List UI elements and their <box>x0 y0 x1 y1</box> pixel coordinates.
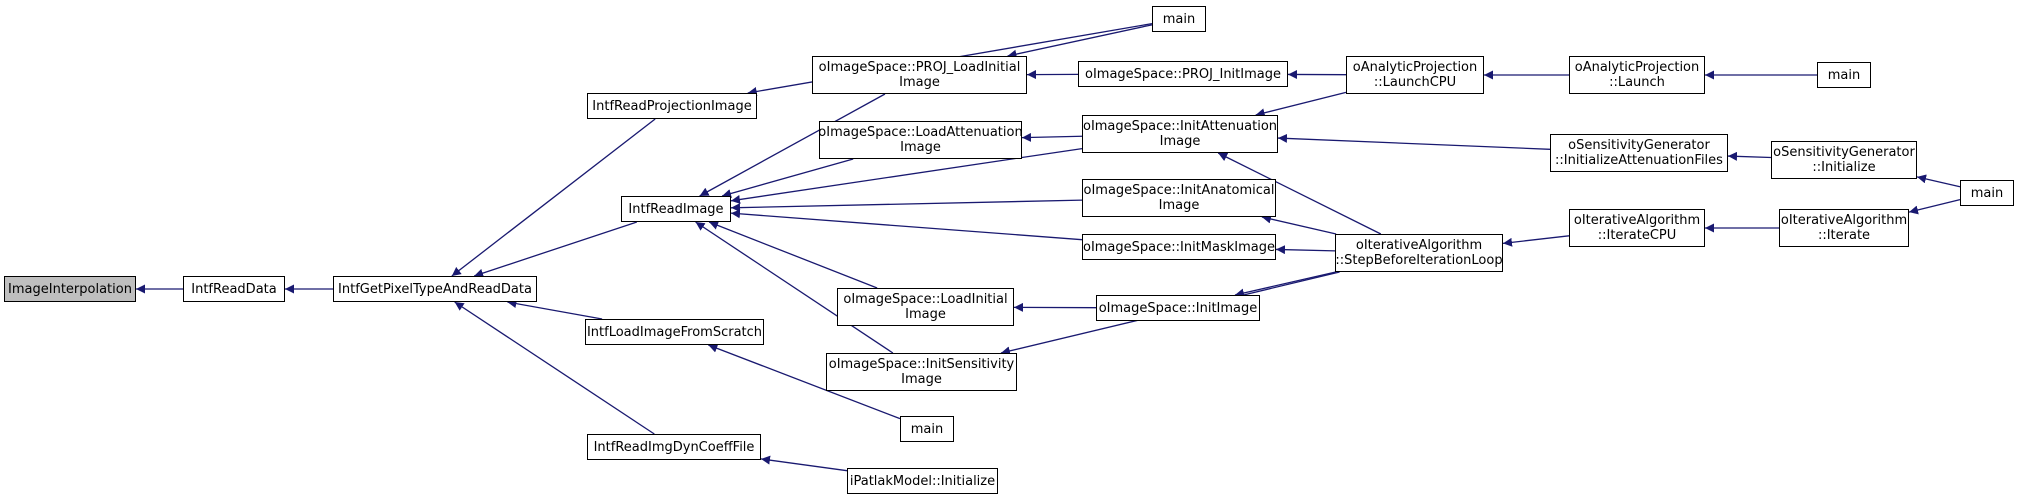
node-label-line: ::InitializeAttenuationFiles <box>1555 153 1723 168</box>
node-intf-read-image[interactable]: IntfReadImage <box>621 196 731 222</box>
node-main-top[interactable]: main <box>1152 6 1206 32</box>
node-label-line: main <box>1162 11 1196 27</box>
node-label-line: oImageSpace::LoadAttenuation <box>818 125 1023 140</box>
call-edge <box>695 221 894 354</box>
call-edge <box>708 344 901 420</box>
call-edge <box>730 209 1083 241</box>
call-edge <box>760 455 848 472</box>
node-label-line: IntfGetPixelTypeAndReadData <box>338 281 532 297</box>
node-label-line: ::Iterate <box>1817 228 1871 243</box>
node-iterative-algorithm-iterate[interactable]: oIterativeAlgorithm::Iterate <box>1779 209 1909 247</box>
node-label-line: ::IterateCPU <box>1597 228 1677 243</box>
node-init-image[interactable]: oImageSpace::InitImage <box>1096 295 1260 321</box>
node-intf-load-image-from-scratch[interactable]: IntfLoadImageFromScratch <box>585 319 764 345</box>
node-label-line: oImageSpace::InitSensitivity <box>828 357 1015 372</box>
call-edge <box>1727 151 1772 161</box>
call-edge <box>1217 152 1382 235</box>
node-label-line: ImageInterpolation <box>8 281 132 297</box>
node-label-line: oImageSpace::InitAnatomical <box>1083 183 1275 198</box>
node-label-line: ::Initialize <box>1812 160 1876 175</box>
node-label-line: Image <box>899 75 940 90</box>
node-proj-init-image[interactable]: oImageSpace::PROJ_InitImage <box>1078 61 1288 87</box>
node-patlak-initialize[interactable]: iPatlakModel::Initialize <box>847 468 998 494</box>
node-label-line: ::Launch <box>1609 75 1665 90</box>
node-main-right[interactable]: main <box>1960 180 2014 206</box>
node-label-line: IntfReadData <box>191 281 277 297</box>
node-analytic-projection-launch-cpu[interactable]: oAnalyticProjection::LaunchCPU <box>1346 56 1484 94</box>
node-label-line: ::LaunchCPU <box>1373 75 1457 90</box>
node-analytic-projection-launch[interactable]: oAnalyticProjection::Launch <box>1569 56 1705 94</box>
node-label-line: oIterativeAlgorithm <box>1573 213 1701 228</box>
node-intf-read-projection-image[interactable]: IntfReadProjectionImage <box>587 93 757 119</box>
call-edge <box>507 299 603 320</box>
node-label-line: main <box>1970 185 2004 201</box>
node-intf-get-pixel-type-and-read-data[interactable]: IntfGetPixelTypeAndReadData <box>333 276 537 302</box>
call-edge <box>1277 133 1551 150</box>
node-intf-read-data[interactable]: IntfReadData <box>183 276 285 302</box>
node-label-line: IntfReadImage <box>628 201 724 217</box>
node-intf-read-img-dyn-coeff-file[interactable]: IntfReadImgDynCoeffFile <box>587 434 761 460</box>
node-main-bottom[interactable]: main <box>900 416 954 442</box>
node-label-line: Image <box>905 307 946 322</box>
call-edge <box>708 221 878 289</box>
node-label-line: Image <box>1159 134 1201 149</box>
node-label-line: ::StepBeforeIterationLoop <box>1335 253 1503 268</box>
node-label-line: oImageSpace::PROJ_InitImage <box>1085 66 1281 82</box>
node-label-line: main <box>910 421 944 437</box>
node-sensitivity-generator-initialize[interactable]: oSensitivityGenerator::Initialize <box>1771 141 1917 179</box>
node-label-line: Image <box>900 140 941 155</box>
call-edge <box>1234 271 1336 298</box>
node-label-line: IntfReadImgDynCoeffFile <box>593 439 755 455</box>
call-edge <box>1908 198 1961 215</box>
node-label-line: oImageSpace::InitImage <box>1098 300 1258 316</box>
call-edge <box>1275 245 1336 255</box>
node-label-line: oIterativeAlgorithm <box>1355 238 1483 253</box>
node-label-line: IntfReadProjectionImage <box>592 98 752 114</box>
call-edge <box>451 118 656 277</box>
call-edge <box>1916 174 1961 188</box>
node-label-line: oImageSpace::PROJ_LoadInitial <box>818 60 1021 75</box>
call-edge <box>1255 91 1347 118</box>
node-label-line: oImageSpace::InitAttenuation <box>1082 119 1278 134</box>
node-main-right-top[interactable]: main <box>1817 62 1871 88</box>
call-edge <box>1261 214 1337 235</box>
node-label-line: IntfLoadImageFromScratch <box>586 324 763 340</box>
node-label-line: Image <box>901 372 942 387</box>
node-step-before-iteration-loop[interactable]: oIterativeAlgorithm::StepBeforeIteration… <box>1335 234 1503 272</box>
call-edge <box>730 147 1083 204</box>
call-edge <box>454 301 655 435</box>
node-label-line: oAnalyticProjection <box>1574 60 1700 75</box>
node-label-line: oAnalyticProjection <box>1352 60 1478 75</box>
call-edge <box>1502 235 1570 247</box>
call-edge <box>730 199 1083 213</box>
call-edge <box>1007 24 1153 59</box>
call-edge <box>699 93 886 197</box>
node-label-line: main <box>1827 67 1861 83</box>
node-iterate-cpu[interactable]: oIterativeAlgorithm::IterateCPU <box>1569 209 1705 247</box>
call-edge <box>1021 132 1083 142</box>
node-label-line: oIterativeAlgorithm <box>1780 213 1908 228</box>
call-edge <box>721 158 854 198</box>
node-label-line: oSensitivityGenerator <box>1568 138 1710 153</box>
node-label-line: iPatlakModel::Initialize <box>849 473 996 489</box>
node-label-line: oSensitivityGenerator <box>1773 145 1915 160</box>
node-label-line: oImageSpace::LoadInitial <box>843 292 1008 307</box>
node-image-interpolation: ImageInterpolation <box>4 276 136 302</box>
call-edge <box>473 221 638 278</box>
node-label-line: Image <box>1158 198 1200 213</box>
node-initialize-attenuation-files[interactable]: oSensitivityGenerator::InitializeAttenua… <box>1550 134 1728 172</box>
node-label-line: oImageSpace::InitMaskImage <box>1082 239 1276 255</box>
node-init-mask-image[interactable]: oImageSpace::InitMaskImage <box>1082 234 1276 260</box>
